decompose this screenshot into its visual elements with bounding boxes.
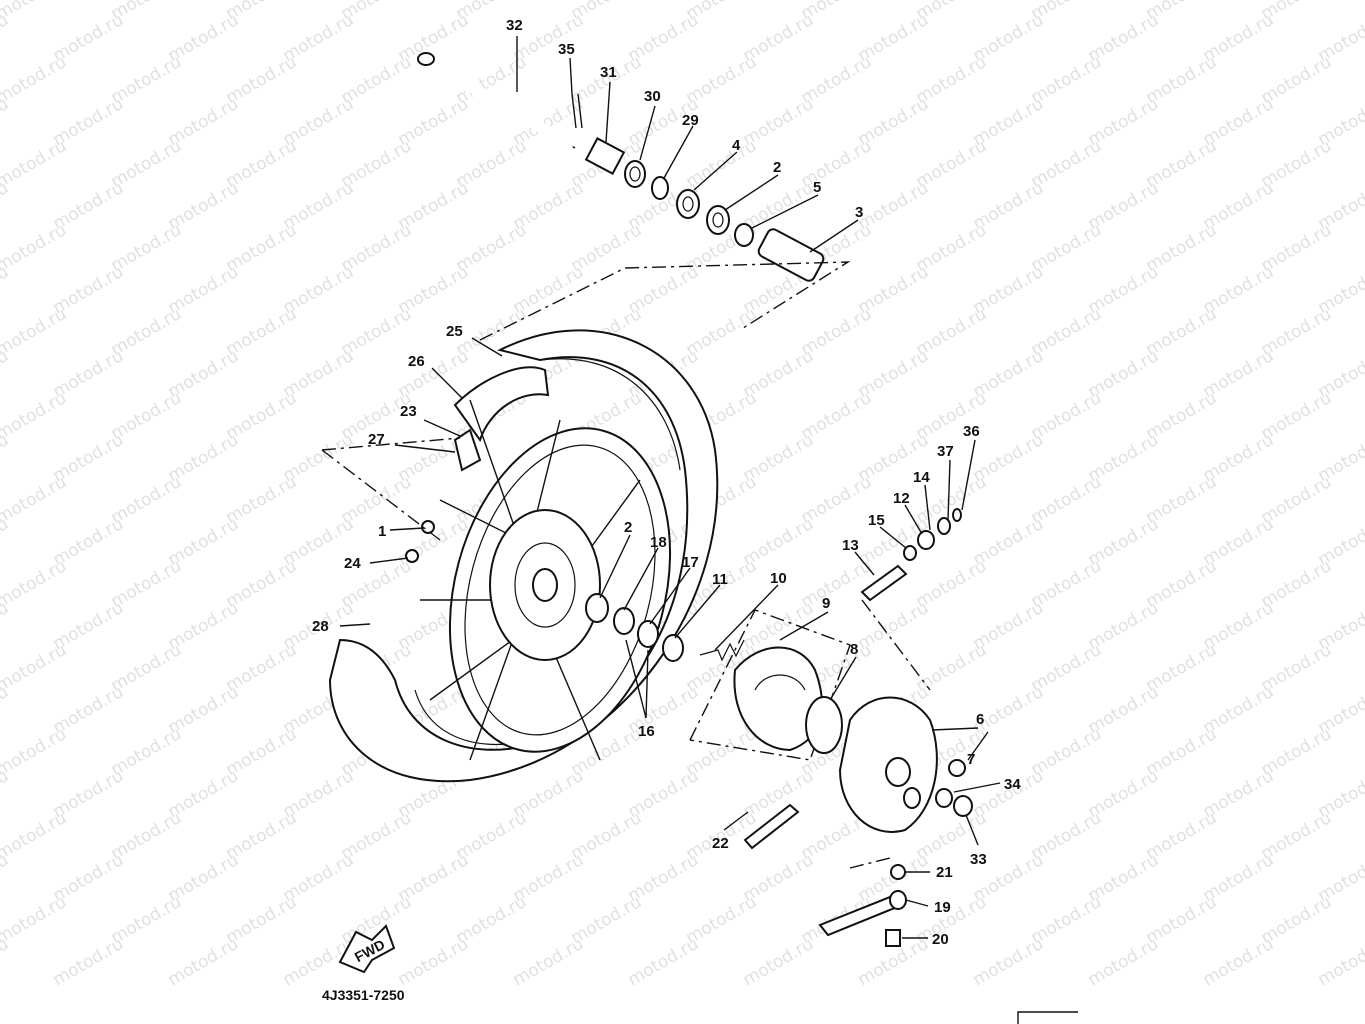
part-label-35: 35 xyxy=(558,41,575,58)
part-label-26: 26 xyxy=(408,353,425,370)
part-label-24: 24 xyxy=(344,555,361,572)
speedo-washer xyxy=(903,545,917,561)
part-label-5: 5 xyxy=(813,179,821,196)
part-label-3: 3 xyxy=(855,204,863,221)
fwd-arrow: FWD xyxy=(338,924,396,974)
inner-tube xyxy=(453,366,550,443)
o-ring xyxy=(805,696,843,754)
part-label-13: 13 xyxy=(842,537,859,554)
spacer-ring xyxy=(651,176,669,200)
part-label-20: 20 xyxy=(932,931,949,948)
washer xyxy=(935,788,953,808)
axle-collar xyxy=(584,137,626,175)
circlip xyxy=(734,223,754,247)
front-axle xyxy=(417,52,576,151)
brake-shoe-outline xyxy=(689,609,851,761)
hub-seal-1 xyxy=(613,607,635,635)
part-label-28: 28 xyxy=(312,618,329,635)
part-label-34: 34 xyxy=(1004,776,1021,793)
part-label-31: 31 xyxy=(600,64,617,81)
part-label-7: 7 xyxy=(967,751,975,768)
part-label-12: 12 xyxy=(893,490,910,507)
axle-nut xyxy=(953,795,973,817)
brake-cam xyxy=(743,803,800,850)
distance-collar xyxy=(757,228,825,282)
part-label-16: 16 xyxy=(638,723,655,740)
part-label-17: 17 xyxy=(682,554,699,571)
reference-code: 4J3351-7250 xyxy=(322,987,405,1003)
rim-band xyxy=(453,428,482,472)
speedo-seal xyxy=(937,517,951,535)
part-label-30: 30 xyxy=(644,88,661,105)
speedo-clip xyxy=(952,508,962,522)
part-label-22: 22 xyxy=(712,835,729,852)
arm-bolt xyxy=(885,929,901,947)
oil-seal xyxy=(624,160,646,188)
part-label-4: 4 xyxy=(732,137,741,154)
speedo-guide-line xyxy=(861,599,931,691)
part-label-21: 21 xyxy=(936,864,953,881)
part-label-33: 33 xyxy=(970,851,987,868)
part-label-32: 32 xyxy=(506,17,523,34)
hub xyxy=(489,509,601,661)
part-label-14: 14 xyxy=(913,469,930,486)
bearing-2 xyxy=(706,205,730,235)
hub-seal-2 xyxy=(637,620,659,648)
speedo-gear xyxy=(860,564,908,602)
part-label-6: 6 xyxy=(976,711,984,728)
part-label-1: 1 xyxy=(378,523,386,540)
panel-bolt xyxy=(948,759,966,777)
part-label-18: 18 xyxy=(650,534,667,551)
bearing xyxy=(676,189,700,219)
part-label-9: 9 xyxy=(822,595,830,612)
part-label-10: 10 xyxy=(770,570,787,587)
part-label-37: 37 xyxy=(937,443,954,460)
hub-bearing xyxy=(585,593,609,623)
axle-group-outline xyxy=(479,261,851,341)
brake-panel xyxy=(838,696,938,833)
arm-nut xyxy=(890,864,906,880)
part-label-36: 36 xyxy=(963,423,980,440)
brake-shoe-spring xyxy=(699,639,745,662)
part-label-19: 19 xyxy=(934,899,951,916)
leader-lines xyxy=(339,36,1001,939)
axle-pin xyxy=(571,93,583,129)
spoke-nipple xyxy=(405,520,435,563)
tire-guide-line xyxy=(321,449,441,541)
part-label-23: 23 xyxy=(400,403,417,420)
part-label-27: 27 xyxy=(368,431,385,448)
speedo-bushing xyxy=(917,530,935,550)
part-label-8: 8 xyxy=(850,641,858,658)
arm-guide-line xyxy=(849,857,891,869)
tube-guide-line xyxy=(321,437,461,451)
part-label-29: 29 xyxy=(682,112,699,129)
hub-seal-3 xyxy=(662,634,684,662)
part-label-2b: 2 xyxy=(624,519,632,536)
part-label-2a: 2 xyxy=(773,159,781,176)
corner-frame xyxy=(1017,1011,1078,1024)
part-label-15: 15 xyxy=(868,512,885,529)
part-label-25: 25 xyxy=(446,323,463,340)
part-label-11: 11 xyxy=(712,571,728,588)
brake-arm xyxy=(818,890,907,937)
